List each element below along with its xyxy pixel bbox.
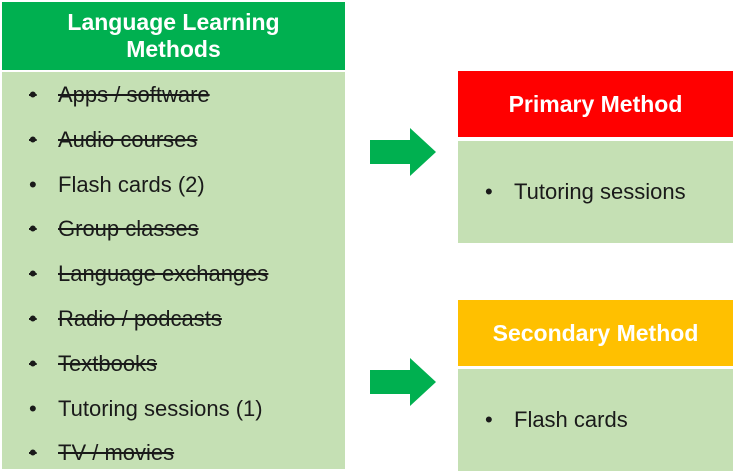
list-item: • Apps / software [2, 80, 345, 110]
list-item-label: Radio / podcasts [58, 306, 222, 331]
secondary-method-header: Secondary Method [458, 300, 733, 366]
list-item-label: Tutoring sessions (1) [58, 395, 263, 421]
primary-method-title: Primary Method [508, 90, 683, 117]
bullet: • [29, 306, 37, 331]
bullet: • [29, 171, 37, 197]
list-item-label: Group classes [58, 216, 199, 242]
list-item: • Tutoring sessions (1) [2, 394, 345, 424]
list-item-label: Apps / software [58, 82, 210, 107]
primary-method-item: Tutoring sessions [514, 179, 686, 204]
bullet: • [485, 407, 493, 432]
secondary-method-title: Secondary Method [492, 319, 699, 346]
list-item-label: Audio courses [58, 126, 198, 152]
methods-list-panel: • Apps / software • Audio courses • Flash car… [2, 72, 345, 469]
bullet: • [485, 179, 493, 204]
bullet: • [29, 440, 37, 466]
list-item: • Audio courses [2, 125, 345, 155]
methods-title: Language Learning Methods [67, 9, 280, 62]
secondary-method-body: • Flash cards [458, 369, 733, 471]
list-item: • Group classes [2, 214, 345, 244]
bullet: • [29, 350, 37, 376]
arrow-right-icon [370, 358, 436, 406]
list-item-label: Flash cards (2) [58, 171, 205, 197]
list-item: • Textbooks [2, 349, 345, 379]
list-item: • Radio / podcasts [2, 304, 345, 334]
bullet: • [29, 82, 37, 107]
bullet: • [29, 216, 37, 242]
list-item: • TV / movies [2, 438, 345, 468]
methods-header: Language Learning Methods [2, 2, 345, 70]
list-item: • Language exchanges [2, 259, 345, 289]
list-item: • Flash cards (2) [2, 170, 345, 200]
list-item-label: TV / movies [58, 440, 175, 466]
bullet: • [29, 261, 37, 287]
secondary-method-item: Flash cards [514, 407, 628, 432]
primary-method-body: • Tutoring sessions [458, 141, 733, 243]
bullet: • [29, 395, 37, 421]
arrow-right-icon [370, 128, 436, 176]
list-item-label: Language exchanges [58, 261, 269, 287]
list-item-label: Textbooks [58, 350, 158, 376]
bullet: • [29, 126, 37, 152]
primary-method-header: Primary Method [458, 71, 733, 137]
